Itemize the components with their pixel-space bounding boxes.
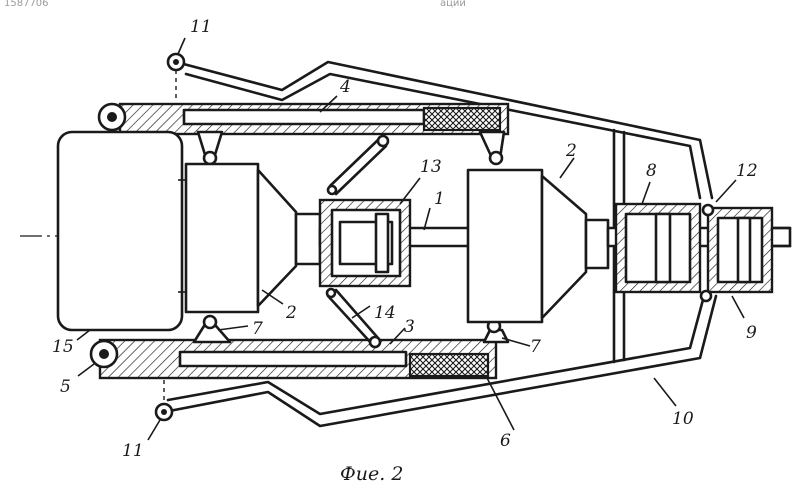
- label-13: 13: [420, 157, 442, 177]
- roller-upper-right: [490, 152, 502, 164]
- label-11-bottom: 11: [122, 441, 144, 461]
- link-upper-pin-b: [328, 186, 336, 194]
- link-upper: [330, 138, 380, 186]
- label-7-right: 7: [530, 337, 541, 357]
- figure-caption: Фие. 2: [340, 463, 403, 485]
- label-5: 5: [60, 377, 71, 397]
- label-1: 1: [434, 189, 445, 209]
- link-lower: [328, 296, 372, 344]
- clamp-housing: [320, 200, 410, 286]
- label-3: 3: [404, 317, 415, 337]
- link-lower-pin-b: [327, 289, 335, 297]
- link-lower-pin: [370, 337, 380, 347]
- motor-block: [58, 132, 188, 330]
- label-2-left: 2: [285, 303, 297, 323]
- header-fragment-right: ации: [440, 0, 466, 9]
- label-2-right: 2: [565, 141, 577, 161]
- lower-frame-arm: [91, 340, 496, 378]
- bearing-unit: [701, 205, 772, 301]
- pivot-top: [168, 54, 184, 70]
- label-11-top: 11: [190, 17, 212, 37]
- header-fragment: 1587706: [4, 0, 49, 9]
- label-6: 6: [500, 431, 511, 451]
- label-8: 8: [646, 161, 657, 181]
- transducer-right: [468, 170, 608, 322]
- label-12: 12: [736, 161, 758, 181]
- transducer-left: [186, 164, 320, 312]
- label-9: 9: [746, 323, 757, 343]
- roller-lower-left: [204, 316, 216, 328]
- label-10: 10: [672, 409, 694, 429]
- label-7-left: 7: [252, 319, 263, 339]
- pivot-bottom: [156, 404, 172, 420]
- link-upper-b: [336, 146, 386, 194]
- coupling-housing: [616, 204, 700, 292]
- label-4: 4: [339, 77, 351, 97]
- label-15: 15: [52, 337, 74, 357]
- label-14: 14: [374, 303, 396, 323]
- link-upper-pin: [378, 136, 388, 146]
- upper-frame-arm: [99, 104, 508, 134]
- roller-upper-left: [204, 152, 216, 164]
